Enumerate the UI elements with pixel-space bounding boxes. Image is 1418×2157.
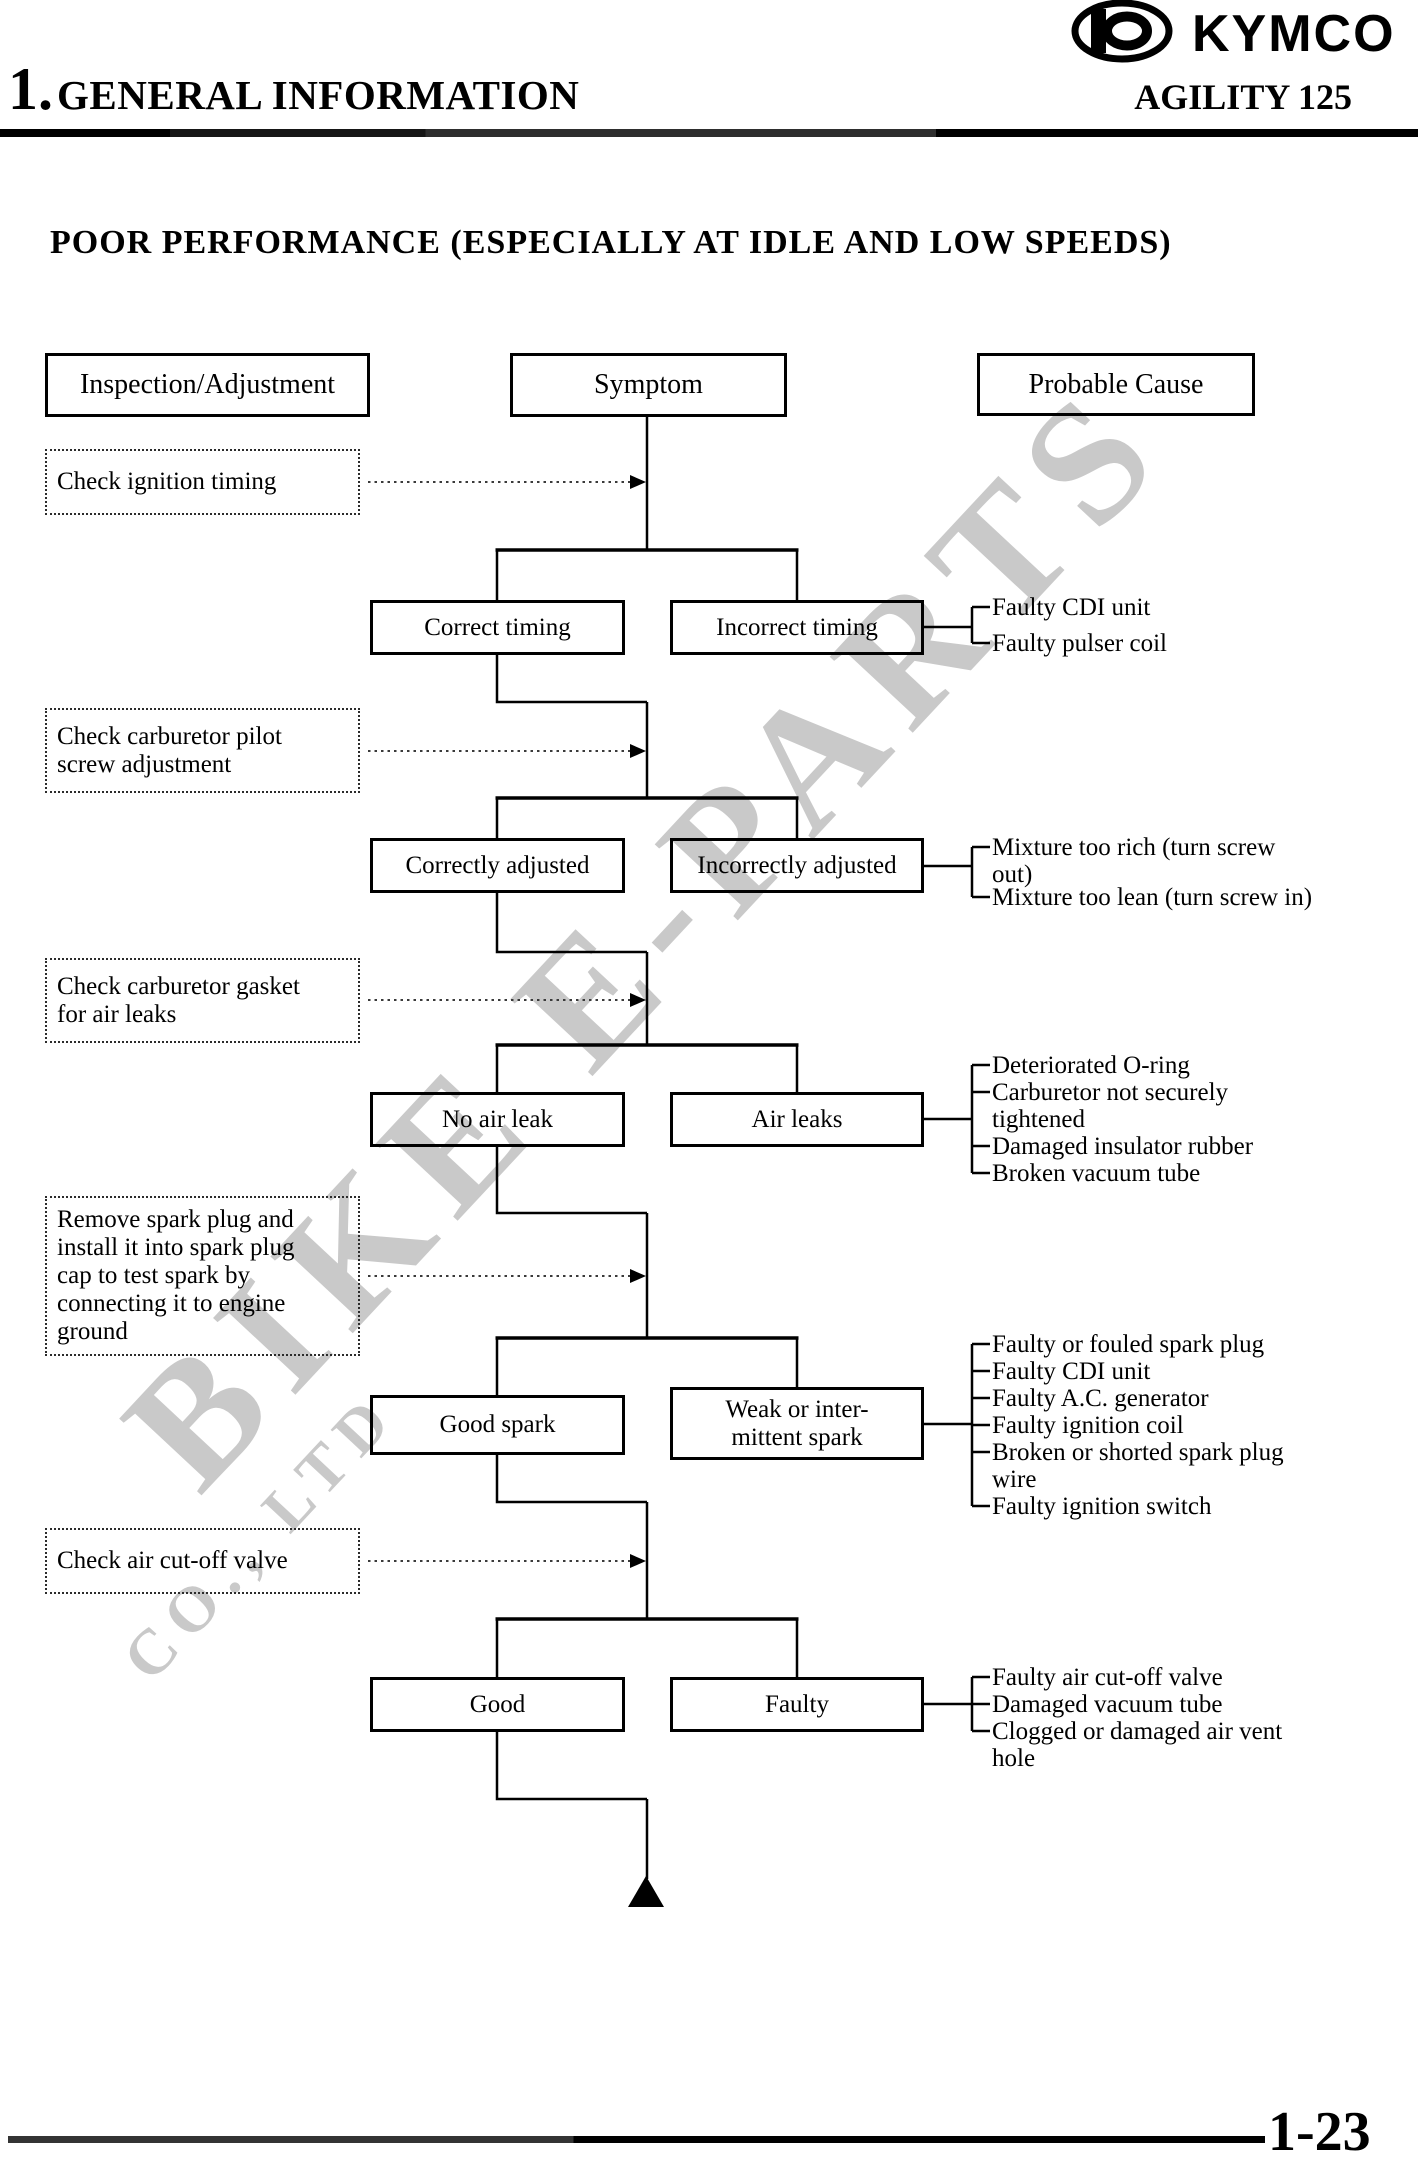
header-rule [0, 129, 1418, 137]
page-title: POOR PERFORMANCE (ESPECIALLY AT IDLE AND… [50, 224, 1172, 261]
probable-cause-item: Faulty CDI unit [992, 594, 1151, 621]
result-box-air-leaks: Air leaks [670, 1092, 924, 1147]
section-title: GENERAL INFORMATION [57, 72, 580, 118]
section-heading: 1. GENERAL INFORMATION [8, 55, 579, 124]
probable-cause-item: Faulty ignition coil [992, 1412, 1184, 1439]
probable-cause-item: Deteriorated O-ring [992, 1052, 1190, 1079]
probable-cause-item: Broken vacuum tube [992, 1160, 1201, 1187]
page-number: 1-23 [1268, 2101, 1371, 2157]
inspection-step-ignition-timing: Check ignition timing [45, 449, 360, 515]
probable-cause-item: Faulty ignition switch [992, 1493, 1212, 1520]
result-box-correct-timing: Correct timing [370, 600, 625, 655]
probable-cause-item: Faulty CDI unit [992, 1358, 1151, 1385]
inspection-step-air-cutoff-valve: Check air cut-off valve [45, 1528, 360, 1594]
brand-name: KYMCO [1192, 5, 1396, 63]
inspection-step-spark-test: Remove spark plug and install it into sp… [45, 1196, 360, 1356]
section-number: 1. [8, 56, 53, 122]
column-header-inspection: Inspection/Adjustment [45, 353, 370, 417]
probable-cause-item: Faulty air cut-off valve [992, 1664, 1223, 1691]
result-box-no-air-leak: No air leak [370, 1092, 625, 1147]
probable-cause-item: Faulty A.C. generator [992, 1385, 1209, 1412]
inspection-step-carburetor-gasket: Check carburetor gasket for air leaks [45, 958, 360, 1043]
model-name: AGILITY 125 [1134, 77, 1352, 117]
probable-cause-item: Faulty pulser coil [992, 630, 1167, 657]
probable-cause-item: Damaged insulator rubber [992, 1133, 1254, 1160]
probable-cause-item: Clogged or damaged air vent hole [992, 1718, 1283, 1772]
probable-cause-item: Faulty or fouled spark plug [992, 1331, 1265, 1358]
inspection-step-pilot-screw: Check carburetor pilot screw adjustment [45, 708, 360, 793]
result-box-correctly-adjusted: Correctly adjusted [370, 838, 625, 893]
probable-cause-item: Mixture too lean (turn screw in) [992, 884, 1313, 911]
column-header-symptom: Symptom [510, 353, 787, 417]
column-header-probable-cause: Probable Cause [977, 353, 1255, 416]
result-box-faulty: Faulty [670, 1677, 924, 1732]
result-box-weak-spark: Weak or inter- mittent spark [670, 1387, 924, 1460]
result-box-good-spark: Good spark [370, 1395, 625, 1455]
probable-cause-item: Damaged vacuum tube [992, 1691, 1223, 1718]
probable-cause-item: Mixture too rich (turn screw out) [992, 834, 1276, 888]
probable-cause-item: Carburetor not securely tightened [992, 1079, 1229, 1133]
result-box-incorrectly-adjusted: Incorrectly adjusted [670, 838, 924, 893]
result-box-incorrect-timing: Incorrect timing [670, 600, 924, 655]
footer-rule [8, 2136, 1265, 2143]
result-box-good: Good [370, 1677, 625, 1732]
kymco-logo-icon [1071, 0, 1173, 63]
probable-cause-item: Broken or shorted spark plug wire [992, 1439, 1284, 1493]
